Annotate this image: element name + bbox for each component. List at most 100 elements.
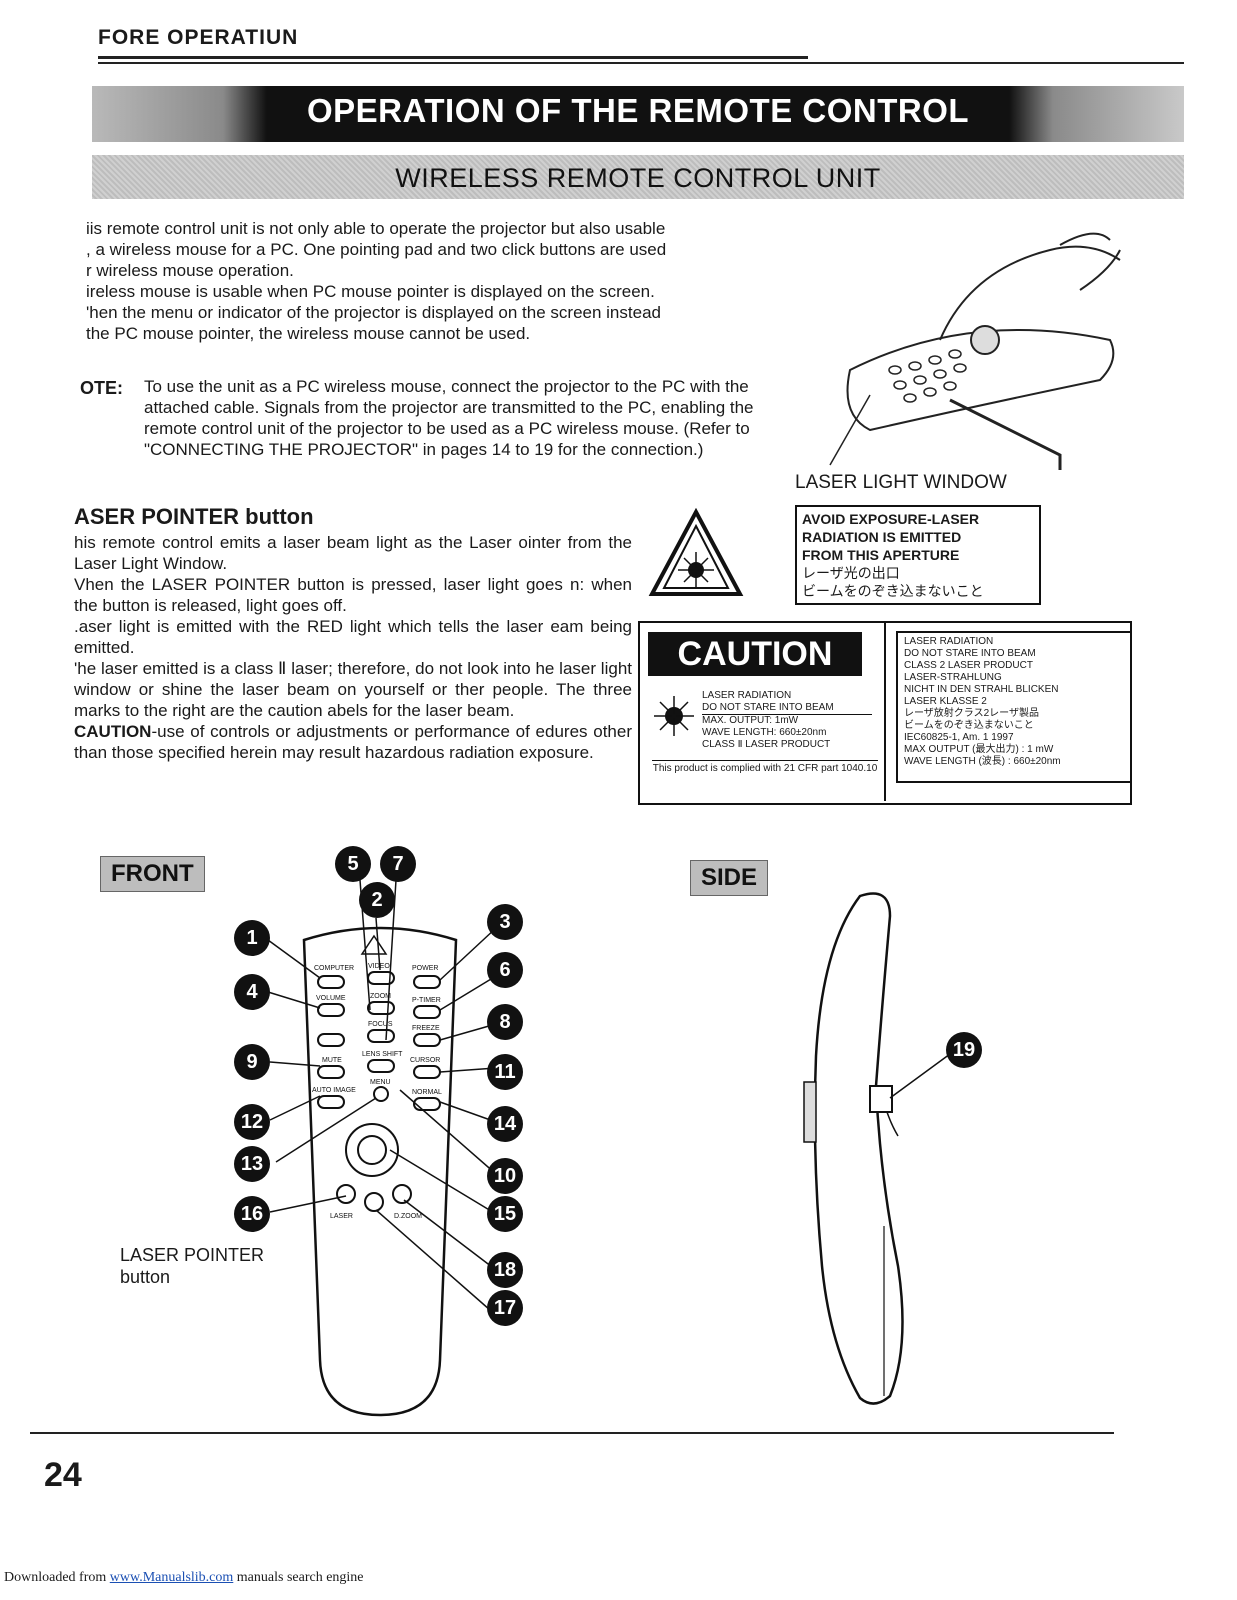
cfr-compliance-text: This product is complied with 21 CFR par…	[652, 760, 878, 775]
remote-button-label: LASER	[330, 1213, 353, 1220]
page-subtitle: WIRELESS REMOTE CONTROL UNIT	[395, 163, 881, 193]
intro-line: the PC mouse pointer, the wireless mouse…	[86, 324, 531, 343]
caution-label-text: LASER RADIATION DO NOT STARE INTO BEAM M…	[702, 690, 872, 751]
hand-remote-illustration	[829, 232, 1121, 470]
avoid-line: レーザ光の出口	[802, 565, 900, 581]
laser-pointer-label-line: button	[120, 1267, 171, 1287]
callout-9: 9	[234, 1044, 270, 1080]
remote-button-label: MENU	[370, 1079, 391, 1086]
remote-button-label: D.ZOOM	[394, 1213, 422, 1220]
footer-prefix: Downloaded from	[4, 1570, 110, 1585]
callout-16: 16	[234, 1196, 270, 1232]
intro-line: , a wireless mouse for a PC. One pointin…	[86, 240, 667, 259]
intro-line: r wireless mouse operation.	[86, 261, 294, 280]
intro-line: ireless mouse is usable when PC mouse po…	[86, 282, 655, 301]
caution-panel-divider	[884, 623, 886, 801]
remote-button-label: COMPUTER	[314, 965, 354, 972]
callout-8: 8	[487, 1004, 523, 1040]
intro-line: 'hen the menu or indicator of the projec…	[86, 303, 661, 322]
remote-button-label: AUTO IMAGE	[312, 1087, 356, 1094]
remote-button-label: FREEZE	[412, 1025, 440, 1032]
callout-5: 5	[335, 846, 371, 882]
callout-19: 19	[946, 1032, 982, 1068]
laser-pointer-button-label: LASER POINTER button	[120, 1244, 264, 1288]
callout-2: 2	[359, 882, 395, 918]
header-rule	[98, 56, 808, 59]
avoid-line: AVOID EXPOSURE-LASER	[802, 511, 980, 527]
callout-15: 15	[487, 1196, 523, 1232]
laser-section-body: his remote control emits a laser beam li…	[74, 532, 632, 763]
callout-leader-lines	[267, 879, 497, 1311]
remote-button-label: P-TIMER	[412, 997, 441, 1004]
remote-button-label: POWER	[412, 965, 438, 972]
class-line: CLASS 2 LASER PRODUCT	[904, 660, 1033, 671]
callout-13: 13	[234, 1146, 270, 1182]
subtitle-banner: WIRELESS REMOTE CONTROL UNIT	[92, 155, 1184, 199]
caution-line: CLASS Ⅱ LASER PRODUCT	[702, 739, 831, 750]
caution-sign: CAUTION	[648, 632, 862, 676]
remote-button-label: MUTE	[322, 1057, 342, 1064]
avoid-line: ビームをのぞき込まないこと	[802, 583, 984, 599]
callout-3: 3	[487, 904, 523, 940]
section-label: FORE OPERATIUN	[98, 26, 299, 49]
callout-7: 7	[380, 846, 416, 882]
download-footer: Downloaded from www.Manualslib.com manua…	[4, 1570, 364, 1586]
header-rule-long	[98, 62, 1184, 64]
callout-4: 4	[234, 974, 270, 1010]
callout-11: 11	[487, 1054, 523, 1090]
caution-line: WAVE LENGTH: 660±20nm	[702, 727, 827, 738]
class-2-label: LASER RADIATION DO NOT STARE INTO BEAM C…	[896, 631, 1132, 783]
front-tag: FRONT	[100, 856, 205, 892]
callout-18: 18	[487, 1252, 523, 1288]
class-line: IEC60825-1, Am. 1 1997	[904, 732, 1014, 743]
laser-pointer-label-line: LASER POINTER	[120, 1245, 265, 1265]
manualslib-link[interactable]: www.Manualslib.com	[109, 1570, 234, 1585]
side-tag: SIDE	[690, 860, 769, 896]
caution-word: CAUTION	[74, 722, 152, 741]
laser-light-window-label: LASER LIGHT WINDOW	[795, 472, 1007, 493]
remote-button-label: VOLUME	[316, 995, 346, 1002]
intro-line: iis remote control unit is not only able…	[86, 219, 666, 238]
title-banner: OPERATION OF THE REMOTE CONTROL	[92, 86, 1184, 142]
class-line: LASER KLASSE 2	[904, 696, 987, 707]
laser-paragraph: Vhen the LASER POINTER button is pressed…	[74, 575, 632, 615]
class-line: LASER RADIATION	[904, 636, 994, 647]
note-label: OTE:	[80, 378, 123, 398]
callout-14: 14	[487, 1106, 523, 1142]
footer-suffix: manuals search engine	[233, 1570, 364, 1585]
class-line: MAX OUTPUT (最大出力) : 1 mW	[904, 744, 1054, 755]
laser-paragraph: his remote control emits a laser beam li…	[74, 533, 632, 573]
callout-6: 6	[487, 952, 523, 988]
page-title: OPERATION OF THE REMOTE CONTROL	[306, 92, 970, 129]
remote-front-drawing: COMPUTER VIDEO POWER VOLUME ZOOM P-TIMER…	[302, 926, 458, 1417]
caution-text: -use of controls or adjustments or perfo…	[74, 722, 632, 762]
callout-12: 12	[234, 1104, 270, 1140]
page-number: 24	[44, 1456, 82, 1494]
laser-paragraph: 'he laser emitted is a class Ⅱ laser; th…	[74, 659, 632, 720]
laser-paragraph: .aser light is emitted with the RED ligh…	[74, 617, 632, 657]
avoid-line: FROM THIS APERTURE	[802, 547, 960, 563]
laser-section-title: ASER POINTER button	[74, 504, 314, 529]
remote-side-drawing	[803, 892, 951, 1405]
avoid-line: RADIATION IS EMITTED	[802, 529, 962, 545]
class-line: ビームをのぞき込まないこと	[904, 720, 1034, 731]
callout-17: 17	[487, 1290, 523, 1326]
note-text: To use the unit as a PC wireless mouse, …	[144, 377, 754, 459]
caution-line: MAX. OUTPUT: 1mW	[702, 715, 799, 726]
intro-text: iis remote control unit is not only able…	[86, 218, 806, 344]
laser-warning-icon	[648, 508, 744, 596]
class-line: LASER-STRAHLUNG	[904, 672, 1002, 683]
caution-paragraph: CAUTION-use of controls or adjustments o…	[74, 721, 632, 763]
class-line: レーザ放射クラス2レーザ製品	[904, 708, 1039, 719]
class-line: WAVE LENGTH (波長) : 660±20nm	[904, 756, 1061, 767]
footer-rule	[30, 1432, 1114, 1434]
avoid-exposure-label: AVOID EXPOSURE-LASER RADIATION IS EMITTE…	[795, 505, 1041, 605]
callout-1: 1	[234, 920, 270, 956]
remote-button-label: LENS SHIFT	[362, 1051, 403, 1058]
class-line: NICHT IN DEN STRAHL BLICKEN	[904, 684, 1059, 695]
remote-button-label: NORMAL	[412, 1089, 442, 1096]
callout-10: 10	[487, 1158, 523, 1194]
remote-button-label: ZOOM	[370, 993, 391, 1000]
laser-starburst-icon	[654, 696, 694, 736]
remote-button-label: CURSOR	[410, 1057, 440, 1064]
